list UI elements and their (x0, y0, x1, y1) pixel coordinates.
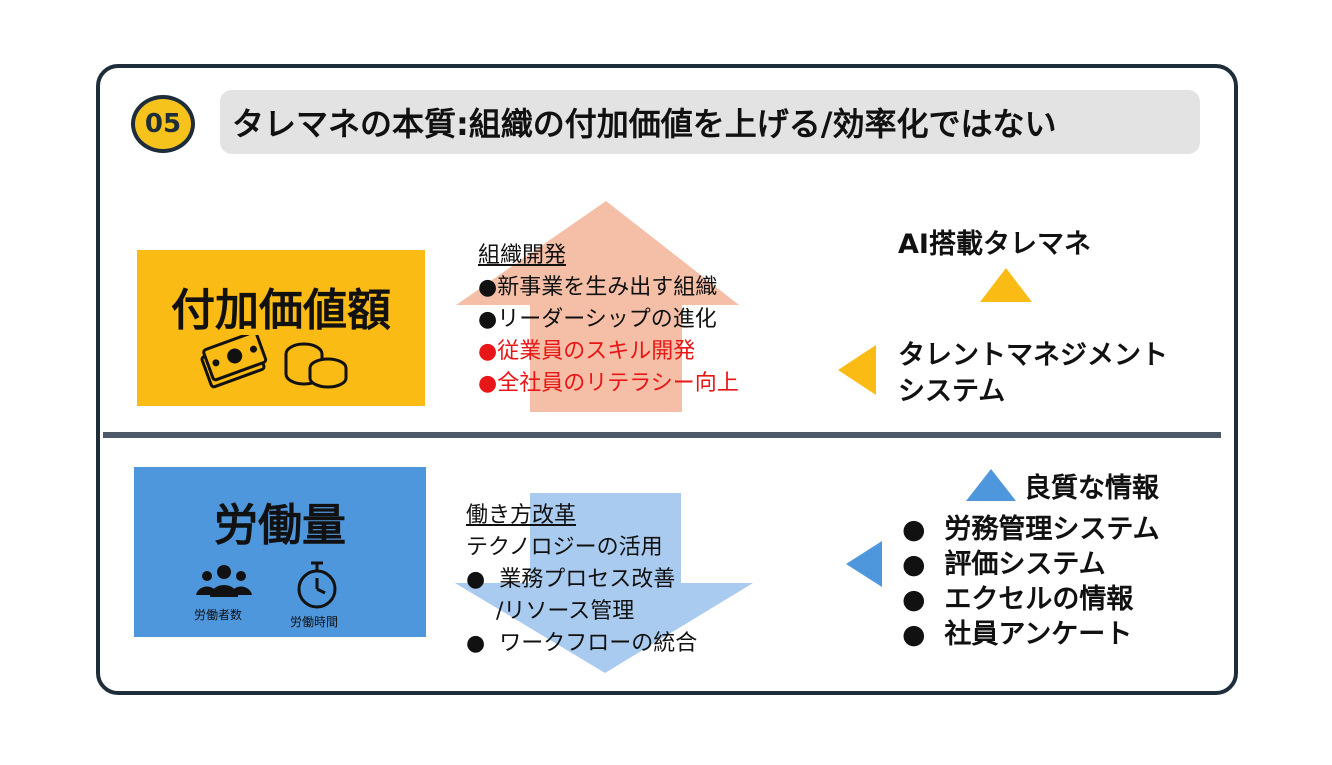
page-title: タレマネの本質:組織の付加価値を上げる/効率化ではない (220, 90, 1200, 154)
people-group-icon (196, 565, 252, 597)
list-item: /リソース管理 (496, 599, 635, 624)
list-item: ●リーダーシップの進化 (478, 307, 717, 332)
list-item: ● 社員アンケート (902, 619, 1133, 650)
list-item-highlight: ●従業員のスキル開発 (478, 339, 696, 364)
tms-label-line1: タレントマネジメント (898, 340, 1168, 371)
hours-caption: 労働時間 (290, 615, 339, 629)
list-item: ● エクセルの情報 (902, 584, 1134, 615)
tms-label-line2: システム (898, 376, 1006, 407)
labor-volume-box: 労働量 労働者数 労働時間 (134, 467, 426, 637)
money-bill-icon (200, 335, 268, 389)
down-arrow-shape (455, 493, 753, 673)
org-development-heading: 組織開発 (478, 243, 567, 268)
section-divider (103, 432, 1221, 438)
workers-caption: 労働者数 (194, 608, 243, 622)
list-item: ● ワークフローの統合 (466, 631, 698, 656)
work-style-block: 働き方改革 テクノロジーの活用 ● 業務プロセス改善 /リソース管理 ● ワーク… (466, 500, 697, 660)
value-added-title: 付加価値額 (171, 285, 391, 336)
labor-volume-title: 労働量 (214, 500, 346, 551)
tms-label: タレントマネジメント システム (898, 338, 1168, 410)
list-item: ●新事業を生み出す組織 (478, 275, 718, 300)
list-item: ● 評価システム (902, 549, 1106, 580)
section-number-badge: 05 (131, 95, 195, 153)
info-sources-list: ● 労務管理システム ● 評価システム ● エクセルの情報 ● 社員アンケート (902, 512, 1160, 652)
coins-icon (284, 342, 348, 389)
up-triangle-icon (980, 268, 1032, 302)
ai-talent-label: AI搭載タレマネ (898, 229, 1091, 260)
up-arrow-shape (456, 201, 739, 412)
stopwatch-icon (297, 561, 337, 609)
list-item-highlight: ●全社員のリテラシー向上 (478, 371, 739, 396)
list-item: ● 業務プロセス改善 (466, 567, 676, 592)
list-item: ● 労務管理システム (902, 514, 1160, 545)
technology-subheading: テクノロジーの活用 (466, 535, 663, 560)
up-triangle-blue-icon (966, 469, 1016, 501)
left-triangle-blue-icon (846, 541, 882, 587)
org-development-block: 組織開発 ●新事業を生み出す組織 ●リーダーシップの進化 ●従業員のスキル開発 … (478, 240, 739, 400)
main-frame (96, 64, 1238, 695)
left-triangle-icon (838, 345, 876, 395)
value-added-box: 付加価値額 (137, 250, 425, 406)
work-style-heading: 働き方改革 (466, 503, 577, 528)
quality-info-label: 良質な情報 (1024, 473, 1159, 504)
